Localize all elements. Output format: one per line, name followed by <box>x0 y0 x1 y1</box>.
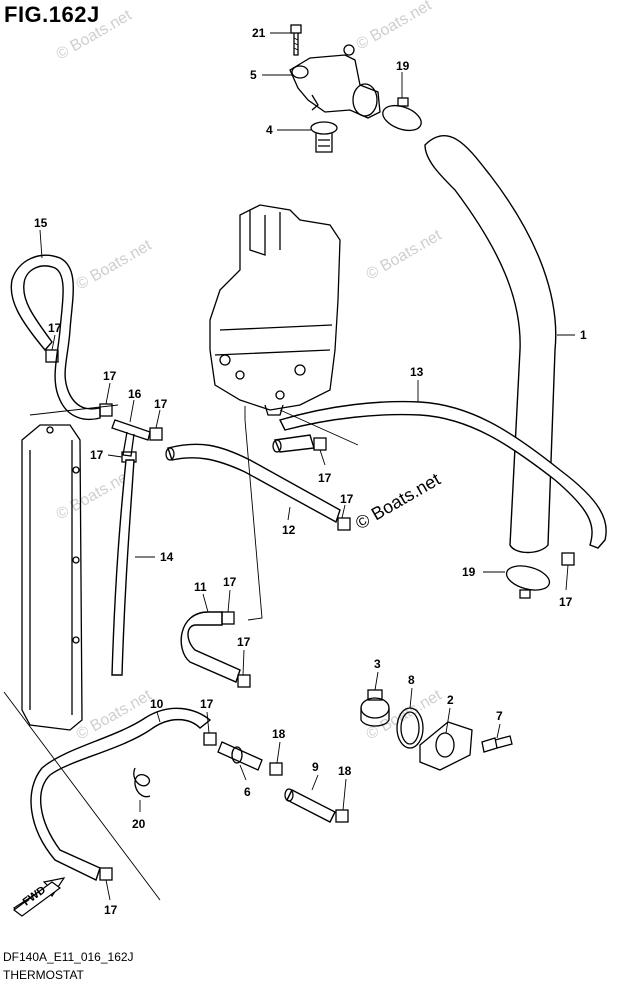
label-part-13: 13 <box>410 365 424 379</box>
clamp-17-f <box>221 611 235 625</box>
water-jacket-cover <box>21 424 83 731</box>
label-part-20: 20 <box>132 817 146 831</box>
clamp-17-i <box>99 867 113 881</box>
figure-footer-code: DF140A_E11_016_162J <box>3 950 134 964</box>
label-part-19-top: 19 <box>396 59 410 73</box>
part-6-joint <box>217 741 263 771</box>
label-part-8: 8 <box>408 673 415 687</box>
part-11-hose <box>180 611 241 683</box>
watermark-4: © Boats.net <box>364 227 446 284</box>
clamp-17-e <box>337 517 351 531</box>
label-part-17-j: 17 <box>200 697 214 711</box>
label-part-6: 6 <box>244 785 251 799</box>
part-9-hose <box>284 788 336 823</box>
part-19-clamp-top <box>382 97 422 132</box>
figure-title: FIG.162J <box>4 2 100 27</box>
label-part-1: 1 <box>580 328 587 342</box>
label-part-15: 15 <box>34 216 48 230</box>
label-part-9: 9 <box>312 760 319 774</box>
label-part-5: 5 <box>250 68 257 82</box>
part-16-joint <box>111 419 151 457</box>
label-part-2: 2 <box>447 693 454 707</box>
part-12-hose <box>165 443 341 524</box>
part-10-hose <box>30 707 212 881</box>
label-part-11: 11 <box>194 580 207 594</box>
hose-stub-center <box>272 434 315 453</box>
part-1-main-hose <box>424 134 557 554</box>
label-part-19-lower: 19 <box>462 565 476 579</box>
part-labels: 21 5 19 4 15 17 17 16 17 17 13 1 17 17 1… <box>34 26 587 917</box>
label-part-17-f: 17 <box>340 492 354 506</box>
clamp-17-j <box>561 552 575 566</box>
part-5-thermostat-cover <box>289 44 381 119</box>
label-part-14: 14 <box>160 550 174 564</box>
part-13-hose <box>279 400 607 549</box>
label-part-10: 10 <box>150 697 164 711</box>
figure-footer-name: THERMOSTAT <box>3 968 84 982</box>
label-part-17-k: 17 <box>104 903 118 917</box>
clamp-18-b <box>335 809 349 823</box>
label-part-18-b: 18 <box>338 764 352 778</box>
label-part-4: 4 <box>266 123 273 137</box>
watermark-3: © Boats.net <box>74 237 156 294</box>
clamp-17-g <box>237 674 251 688</box>
part-14-hose <box>111 459 135 676</box>
label-part-17-c: 17 <box>154 397 168 411</box>
watermark-main: © Boats.net <box>352 469 444 533</box>
watermark-2: © Boats.net <box>354 0 436 53</box>
part-7-bolt <box>481 735 513 753</box>
label-part-12: 12 <box>282 523 296 537</box>
part-19-clamp-lower <box>505 565 551 599</box>
leader-lines <box>3 32 575 901</box>
engine-block <box>209 204 341 416</box>
clamp-17-c <box>149 427 163 441</box>
part-2-cover <box>419 721 473 771</box>
label-part-16: 16 <box>128 387 142 401</box>
label-part-3: 3 <box>374 657 381 671</box>
clamp-17-h <box>203 732 217 746</box>
label-part-7: 7 <box>496 709 503 723</box>
part-21-bolt <box>290 24 302 56</box>
label-part-17-b: 17 <box>103 369 117 383</box>
clamp-17-center <box>313 437 327 451</box>
part-20-clip <box>133 767 151 798</box>
label-part-18-a: 18 <box>272 727 286 741</box>
label-part-17-h: 17 <box>223 575 237 589</box>
part-4-thermostat <box>310 121 338 153</box>
label-part-17-a: 17 <box>48 321 62 335</box>
label-part-17-e: 17 <box>318 471 332 485</box>
label-part-17-d: 17 <box>90 448 104 462</box>
label-part-17-i: 17 <box>237 635 251 649</box>
label-part-21: 21 <box>252 26 266 40</box>
label-part-17-g: 17 <box>559 595 573 609</box>
fwd-arrow: FWD <box>12 877 66 917</box>
clamp-18-a <box>269 762 283 776</box>
